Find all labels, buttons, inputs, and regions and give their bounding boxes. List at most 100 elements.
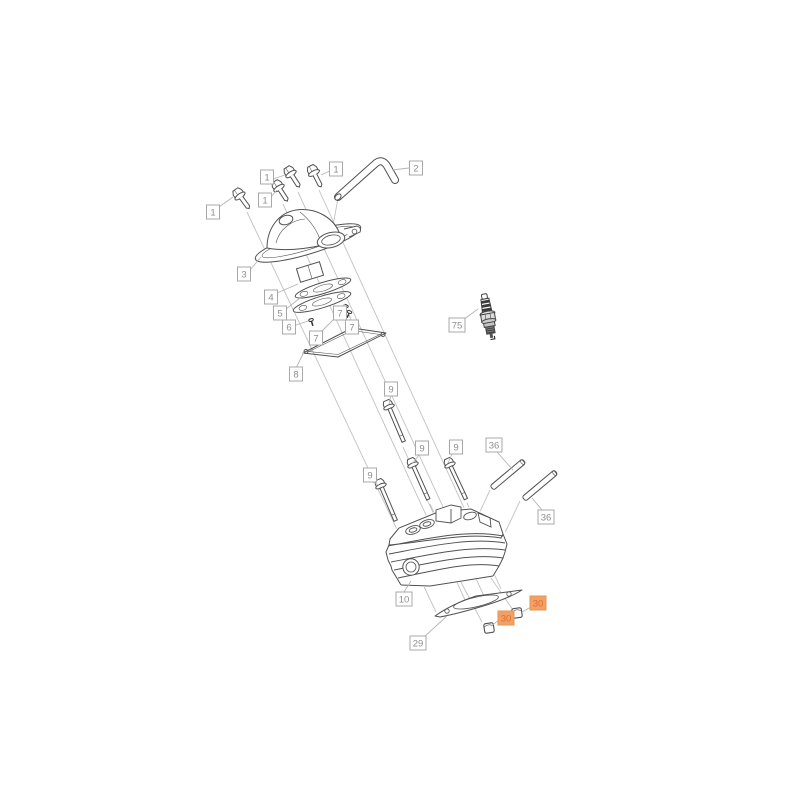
leader-line-5 [249,256,262,271]
callout-box [237,266,251,282]
callout-label-29[interactable]: 29 [409,635,427,651]
leader-line-14 [411,454,420,465]
callout-box [415,440,429,456]
callout-label-30b[interactable]: 30 [529,595,547,611]
spark-plug [479,293,497,341]
camshaft-holder-plates [292,277,352,313]
callout-label-9b[interactable]: 9 [415,440,429,456]
valve-cover [254,209,362,263]
callout-box [485,437,503,453]
leader-line-1 [272,174,286,180]
callout-box [409,635,427,651]
callout-number: 4 [268,292,273,303]
callout-number: 30 [501,613,512,624]
leader-line-18 [531,497,543,511]
leader-line-21 [423,615,448,638]
leader-line-7 [285,297,301,310]
cylinder-head [385,504,508,587]
callout-box [289,366,303,382]
callout-number: 9 [419,443,424,454]
callout-label-4[interactable]: 4 [264,289,278,305]
callout-label-6[interactable]: 6 [282,319,296,335]
callout-label-5[interactable]: 5 [273,305,287,321]
callout-number: 36 [541,512,552,523]
callout-number: 75 [452,320,463,331]
callout-label-8[interactable]: 8 [289,366,303,382]
callout-number: 7 [337,308,342,319]
callout-box [384,381,398,397]
callout-box [282,319,296,335]
callout-label-1c[interactable]: 1 [258,192,272,208]
callout-number: 10 [399,594,410,605]
callout-label-2[interactable]: 2 [409,160,423,176]
callout-label-7b[interactable]: 7 [345,319,359,335]
callout-box [258,192,272,208]
callout-number: 1 [262,195,267,206]
callout-number: 6 [286,322,291,333]
callout-number: 7 [313,333,318,344]
callout-number: 9 [453,442,458,453]
callout-box [264,289,278,305]
callout-label-1d[interactable]: 1 [329,161,343,177]
callout-label-30a[interactable]: 30 [497,610,515,626]
dowel-pin-group [489,458,559,502]
callout-number: 29 [413,638,424,649]
callout-box [537,509,555,525]
callout-number: 8 [293,369,298,380]
breather-tube [334,157,399,201]
leader-line-4 [391,167,410,171]
callout-box [309,330,323,346]
callout-number: 3 [241,269,246,280]
callout-box [448,317,466,333]
callout-box [206,204,220,220]
callout-label-75[interactable]: 75 [448,317,466,333]
callout-label-1a[interactable]: 1 [206,204,220,220]
callout-number: 9 [367,470,372,481]
leader-line-3 [320,170,331,176]
callout-number: 30 [533,598,544,609]
callout-number: 1 [333,164,338,175]
leader-line-15 [447,453,453,464]
callout-label-36b[interactable]: 36 [537,509,555,525]
callout-label-3[interactable]: 3 [237,266,251,282]
callout-box [345,319,359,335]
callout-number: 2 [413,163,418,174]
callout-box [260,169,274,185]
flange-bolt-group [229,162,327,213]
callout-number: 1 [210,207,215,218]
callout-label-10[interactable]: 10 [395,591,413,607]
callout-label-7a[interactable]: 7 [333,305,347,321]
leader-line-8 [295,320,309,326]
callout-box [333,305,347,321]
callout-box [497,610,515,626]
callout-label-1b[interactable]: 1 [260,169,274,185]
breather-plate [295,261,325,283]
callout-number: 5 [277,308,282,319]
callout-label-9d[interactable]: 9 [363,467,377,483]
callout-label-7c[interactable]: 7 [309,330,323,346]
callout-number: 7 [349,322,354,333]
callout-number: 9 [388,384,393,395]
parts-drawing [229,157,559,634]
callout-box [329,161,343,177]
callout-number: 1 [264,172,269,183]
callout-label-36a[interactable]: 36 [485,437,503,453]
small-screw-6 [307,317,316,328]
callout-label-9a[interactable]: 9 [384,381,398,397]
callout-box [363,467,377,483]
callout-box [449,439,463,455]
leader-line-20 [403,580,412,593]
head-gasket [434,589,523,618]
leader-line-17 [496,451,514,471]
leader-line-6 [276,283,299,294]
leader-line-12 [295,351,305,369]
callout-label-9c[interactable]: 9 [449,439,463,455]
leader-line-10 [348,313,352,321]
leader-line-0 [218,196,234,208]
callout-box [529,595,547,611]
callout-box [273,305,287,321]
callout-box [395,591,413,607]
